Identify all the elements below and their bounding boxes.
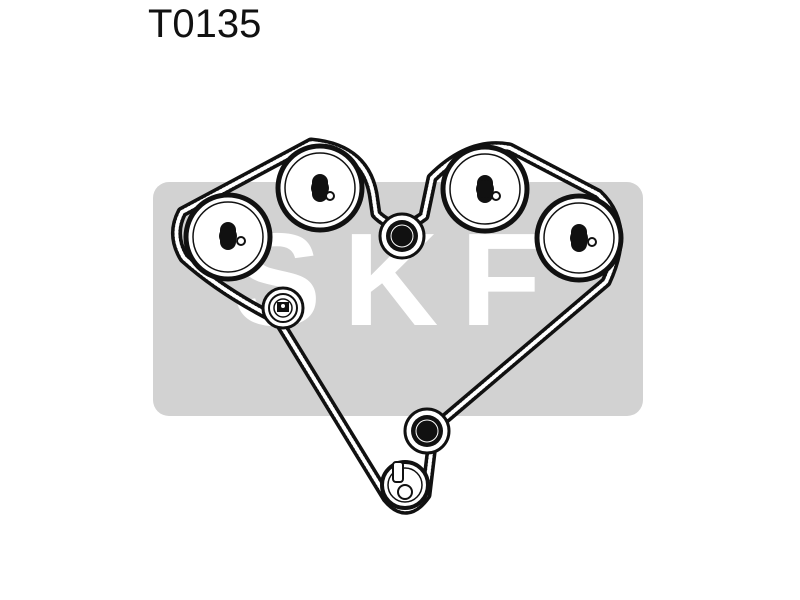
camshaft-pulley-1	[183, 192, 273, 282]
crankshaft-pulley	[380, 460, 430, 510]
idler-pulley-upper	[378, 212, 426, 260]
tensioner-pulley	[261, 286, 305, 330]
camshaft-pulley-3	[440, 144, 530, 234]
camshaft-pulley-2	[275, 143, 365, 233]
camshaft-pulley-4	[534, 193, 624, 283]
part-number: T0135	[148, 2, 262, 46]
idler-pulley-lower	[403, 407, 451, 455]
